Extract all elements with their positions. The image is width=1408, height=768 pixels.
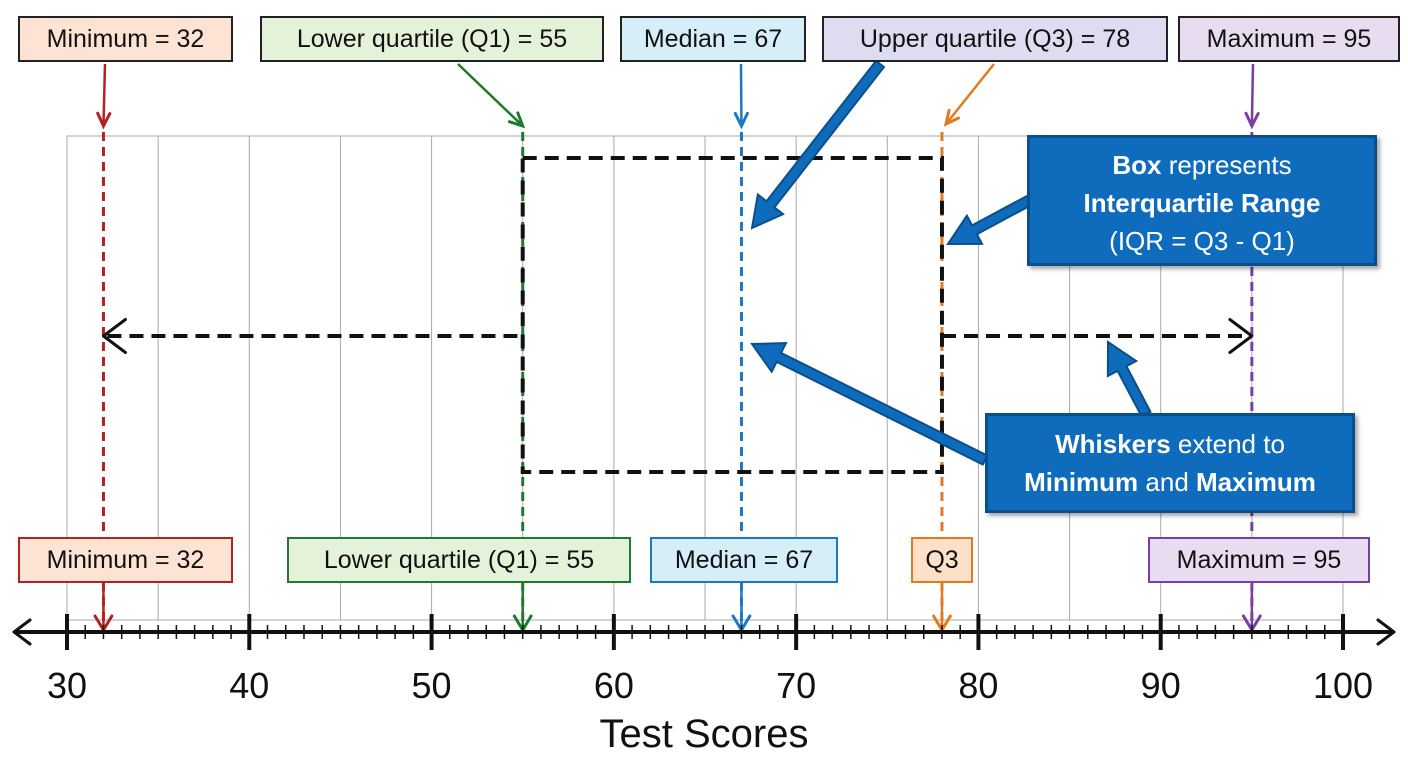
iqr-box (520, 156, 944, 474)
callout-arrow-whisker-right (1106, 340, 1152, 418)
top-arrow-q1 (457, 63, 524, 127)
top-arrowhead-q1 (507, 111, 526, 129)
callout-whiskers-max: Maximum (1196, 467, 1316, 497)
top-arrowhead-median (733, 111, 749, 130)
axis-title: Test Scores (599, 712, 809, 756)
top-arrow-minimum (102, 63, 107, 127)
callout-box-line2: Interquartile Range (1083, 188, 1321, 218)
top-label-q1: Lower quartile (Q1) = 55 (260, 16, 604, 62)
callout-box-bold: Box (1112, 150, 1162, 180)
x-axis (12, 614, 1396, 650)
top-label-q3: Upper quartile (Q3) = 78 (822, 16, 1168, 62)
tick-label: 90 (1140, 665, 1181, 706)
right-whisker-arrowhead (1228, 318, 1254, 354)
top-arrowhead-q3 (943, 108, 961, 127)
bottom-label-median: Median = 67 (650, 537, 838, 583)
callout-arrow-median (750, 59, 886, 230)
callout-whiskers-rest: extend to (1170, 429, 1285, 459)
tick-label: 80 (958, 665, 999, 706)
tick-label: 30 (46, 665, 88, 706)
pointer-arrows (93, 59, 1262, 632)
top-arrow-maximum (1250, 63, 1255, 127)
left-whisker-arrowhead (101, 318, 127, 354)
bottom-label-q3: Q3 (911, 537, 973, 583)
top-label-median: Median = 67 (620, 16, 806, 62)
tick-label: 50 (411, 665, 452, 706)
callout-arrow-whisker-left (750, 342, 989, 466)
bottom-label-minimum: Minimum = 32 (18, 537, 233, 583)
top-arrowhead-maximum (1244, 111, 1260, 130)
top-arrow-q3 (944, 63, 995, 125)
tick-label: 70 (776, 665, 817, 706)
callout-box-rest: represents (1161, 150, 1292, 180)
callout-box-line3: (IQR = Q3 - Q1) (1109, 226, 1295, 256)
callout-box-iqr: Box represents Interquartile Range (IQR … (1027, 135, 1377, 266)
callout-whiskers-bold: Whiskers (1055, 429, 1171, 459)
axis-left-arrowhead (12, 618, 32, 646)
callout-whiskers-min: Minimum (1024, 467, 1139, 497)
top-arrowhead-minimum (96, 111, 112, 130)
tick-label: 100 (1312, 665, 1374, 706)
axis-right-arrowhead (1376, 618, 1396, 646)
callout-whiskers-and: and (1138, 467, 1196, 497)
callout-arrow-q3 (946, 194, 1034, 246)
bottom-label-maximum: Maximum = 95 (1148, 537, 1370, 583)
tick-label: 60 (593, 665, 634, 706)
callout-whiskers: Whiskers extend to Minimum and Maximum (985, 413, 1355, 513)
bottom-label-q1: Lower quartile (Q1) = 55 (287, 537, 631, 583)
top-label-maximum: Maximum = 95 (1178, 16, 1400, 62)
top-label-minimum: Minimum = 32 (18, 16, 233, 62)
iqr-box-and-whiskers (101, 156, 1254, 474)
plot-frame (66, 135, 1344, 621)
tick-label: 40 (229, 665, 270, 706)
